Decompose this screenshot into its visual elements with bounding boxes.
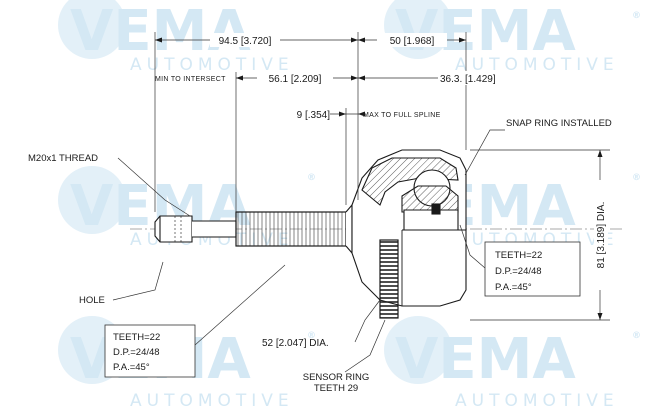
stub-neck — [192, 220, 237, 238]
inner-race-bore — [403, 209, 459, 231]
spec-teeth: TEETH=22 — [113, 332, 160, 343]
spec-pa: P.A.=45° — [113, 362, 150, 373]
watermark-tagline: AUTOMOTIVE — [455, 55, 619, 75]
spline-spec-box-shaft: TEETH=22 D.P.=24/48 P.A.=45° — [104, 324, 196, 378]
snap-ring — [431, 203, 441, 215]
snap-ring-label: SNAP RING INSTALLED — [506, 118, 612, 129]
sensor-ring — [379, 239, 399, 319]
dim-bg — [257, 71, 333, 85]
dim-outer-dia-text: 81 [3.189] DIA. — [596, 202, 607, 269]
watermark-tagline: AUTOMOTIVE — [130, 391, 294, 411]
watermark-brand: VEMA — [395, 0, 576, 64]
watermark-registered: ® — [632, 173, 641, 183]
dim-spline-text: 9 [.354] — [297, 110, 331, 121]
watermark-tagline: AUTOMOTIVE — [130, 55, 294, 75]
sensor-ring-label: SENSOR RING — [303, 372, 370, 383]
watermark-registered: ® — [307, 331, 316, 341]
thread-label: M20x1 THREAD — [28, 153, 98, 164]
spline-spec-box-outer: TEETH=22 D.P.=24/48 P.A.=45° — [484, 241, 581, 297]
splined-shaft — [235, 211, 347, 247]
watermark-registered: ® — [632, 331, 641, 341]
dim-intersect-text: 56.1 [2.209] — [269, 74, 322, 85]
watermark-top-right: VEMA AUTOMOTIVE ® — [384, 0, 641, 75]
arrowheads — [155, 37, 603, 320]
dim-bg — [438, 71, 522, 85]
watermark-top-left: VEMA AUTOMOTIVE — [58, 0, 294, 75]
shaft-shoulder — [345, 203, 353, 255]
watermark-tagline: AUTOMOTIVE — [455, 391, 619, 411]
dim-outer-depth-text: 36.3. [1.429] — [440, 74, 496, 85]
watermark-registered: ® — [307, 173, 316, 183]
inner-race — [401, 185, 459, 213]
dim-bg — [377, 33, 447, 47]
dim-outer-text: 50 [1.968] — [390, 36, 435, 47]
spec-teeth: TEETH=22 — [495, 250, 542, 261]
max-spline-label: MAX TO FULL SPLINE — [363, 112, 441, 119]
spec-dp: D.P.=24/48 — [113, 347, 160, 358]
watermark-brand: VEMA — [70, 0, 251, 64]
spec-pa: P.A.=45° — [495, 282, 532, 293]
watermark-registered: ® — [632, 11, 641, 21]
dim-inner-dia-text: 52 [2.047] DIA. — [262, 338, 329, 349]
cv-joint-part — [154, 149, 467, 319]
dim-bg — [594, 180, 608, 290]
sensor-ring-teeth-label: TEETH 29 — [314, 383, 358, 394]
watermark-bottom-right: VEMA AUTOMOTIVE ® — [384, 316, 641, 411]
spec-dp: D.P.=24/48 — [495, 266, 542, 277]
spec-box-frame — [104, 324, 196, 378]
dim-bg — [210, 33, 280, 47]
watermark-brand: VEMA — [395, 327, 576, 392]
leader-lines — [112, 129, 505, 373]
min-to-intersect-label: MIN TO INTERSECT — [155, 76, 226, 83]
dim-overall-text: 94.5 [3.720] — [219, 36, 272, 47]
spec-box-frame — [484, 241, 581, 297]
sensor-ring-outline — [379, 239, 399, 319]
hole-label: HOLE — [79, 295, 105, 306]
